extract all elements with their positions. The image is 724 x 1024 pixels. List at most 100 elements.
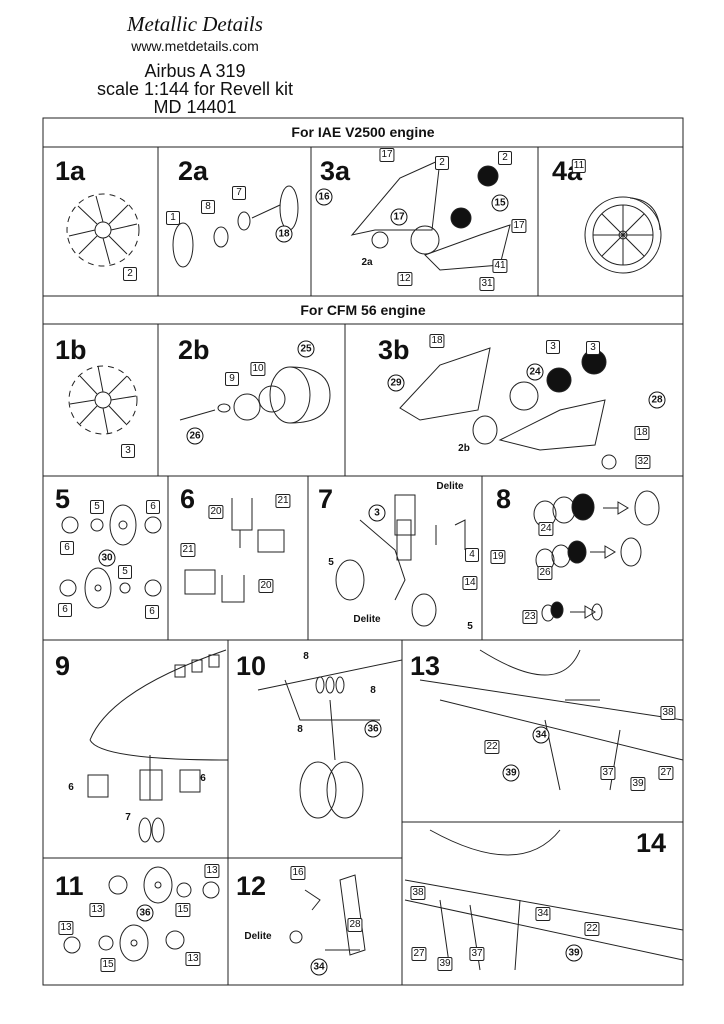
part-number-circle: 28: [648, 391, 666, 409]
part-number-box: 20: [208, 505, 224, 519]
part-number-box: 18: [634, 426, 650, 440]
step-number-6: 6: [180, 484, 196, 514]
part-number-box: 31: [479, 277, 495, 291]
part-number-box: 6: [58, 603, 72, 617]
step-number-5: 5: [55, 484, 71, 514]
part-number-box: 24: [538, 522, 554, 536]
brand-logo: Metallic Details: [127, 12, 263, 36]
part-number-circle: 17: [390, 208, 408, 226]
part-number-box: 6: [60, 541, 74, 555]
part-number-box: 38: [410, 886, 426, 900]
part-number-box: 37: [600, 766, 616, 780]
part-number-box: 13: [185, 952, 201, 966]
part-label: Delite: [353, 614, 381, 625]
part-number-box: 3: [546, 340, 560, 354]
part-label: 5: [467, 621, 473, 632]
part-number-circle: 34: [310, 958, 328, 976]
part-label: Delite: [244, 931, 272, 942]
part-label: 6: [68, 782, 74, 793]
step-number-3a: 3a: [320, 156, 351, 186]
part-number-box: 14: [462, 576, 478, 590]
model-title: Airbus A 319: [144, 61, 246, 81]
step-number-7: 7: [318, 484, 334, 514]
part-number-box: 8: [201, 200, 215, 214]
part-number-box: 2: [498, 151, 512, 165]
part-number-box: 28: [347, 918, 363, 932]
part-number-circle: 36: [364, 720, 382, 738]
part-number-box: 21: [180, 543, 196, 557]
part-label: 8: [370, 685, 376, 696]
step-number-13: 13: [410, 651, 441, 681]
part-label: 7: [125, 812, 131, 823]
part-number-circle: 18: [275, 225, 293, 243]
step-number-14: 14: [636, 828, 667, 858]
part-number-box: 38: [660, 706, 676, 720]
part-number-box: 27: [411, 947, 427, 961]
part-number-box: 4: [465, 548, 479, 562]
step-number-2b: 2b: [178, 335, 210, 365]
step-number-2a: 2a: [178, 156, 209, 186]
part-label: 5: [328, 557, 334, 568]
part-number-circle: 15: [491, 194, 509, 212]
part-number-box: 13: [58, 921, 74, 935]
part-number-circle: 34: [532, 726, 550, 744]
part-number-box: 41: [492, 259, 508, 273]
part-number-box: 18: [429, 334, 445, 348]
website: www.metdetails.com: [131, 38, 259, 54]
part-number-box: 21: [275, 494, 291, 508]
part-number-box: 13: [89, 903, 105, 917]
part-number-box: 16: [290, 866, 306, 880]
step-number-3b: 3b: [378, 335, 410, 365]
step-number-9: 9: [55, 651, 71, 681]
part-label: 2a: [361, 257, 373, 268]
step-number-1a: 1a: [55, 156, 86, 186]
part-number-box: 39: [630, 777, 646, 791]
section-cfm-heading: For CFM 56 engine: [300, 302, 426, 318]
part-number-box: 37: [469, 947, 485, 961]
part-number-box: 17: [511, 219, 527, 233]
part-number-box: 17: [379, 148, 395, 162]
part-label: 8: [303, 651, 309, 662]
part-number-circle: 30: [98, 549, 116, 567]
section-iae-heading: For IAE V2500 engine: [291, 124, 435, 140]
part-number-circle: 26: [186, 427, 204, 445]
step-number-12: 12: [236, 871, 267, 901]
part-number-box: 26: [537, 566, 553, 580]
part-label: Delite: [436, 481, 464, 492]
part-number-box: 10: [250, 362, 266, 376]
part-number-box: 34: [535, 907, 551, 921]
kit-code: MD 14401: [153, 97, 237, 117]
part-number-box: 5: [90, 500, 104, 514]
fan-blades-drawing: [66, 193, 140, 267]
step-number-10: 10: [236, 651, 267, 681]
part-number-circle: 25: [297, 340, 315, 358]
part-number-box: 7: [232, 186, 246, 200]
part-number-box: 13: [204, 864, 220, 878]
scale-title: scale 1:144 for Revell kit: [96, 79, 294, 99]
part-number-circle: 36: [136, 904, 154, 922]
part-number-box: 12: [397, 272, 413, 286]
part-label: 8: [297, 724, 303, 735]
part-number-circle: 39: [565, 944, 583, 962]
part-number-circle: 39: [502, 764, 520, 782]
step-number-11: 11: [55, 871, 84, 901]
part-number-box: 15: [175, 903, 191, 917]
part-number-box: 3: [121, 444, 135, 458]
part-number-box: 22: [584, 922, 600, 936]
part-number-box: 9: [225, 372, 239, 386]
step-number-8: 8: [496, 484, 512, 514]
part-number-box: 11: [571, 159, 587, 173]
part-number-box: 6: [146, 500, 160, 514]
part-number-box: 19: [490, 550, 506, 564]
part-number-circle: 29: [387, 374, 405, 392]
part-number-box: 5: [118, 565, 132, 579]
part-number-box: 2: [435, 156, 449, 170]
part-label: 2b: [458, 443, 470, 454]
part-number-box: 22: [484, 740, 500, 754]
part-number-box: 15: [100, 958, 116, 972]
part-number-circle: 3: [368, 504, 386, 522]
part-number-box: 39: [437, 957, 453, 971]
part-number-box: 2: [123, 267, 137, 281]
part-number-box: 6: [145, 605, 159, 619]
part-number-circle: 16: [315, 188, 333, 206]
